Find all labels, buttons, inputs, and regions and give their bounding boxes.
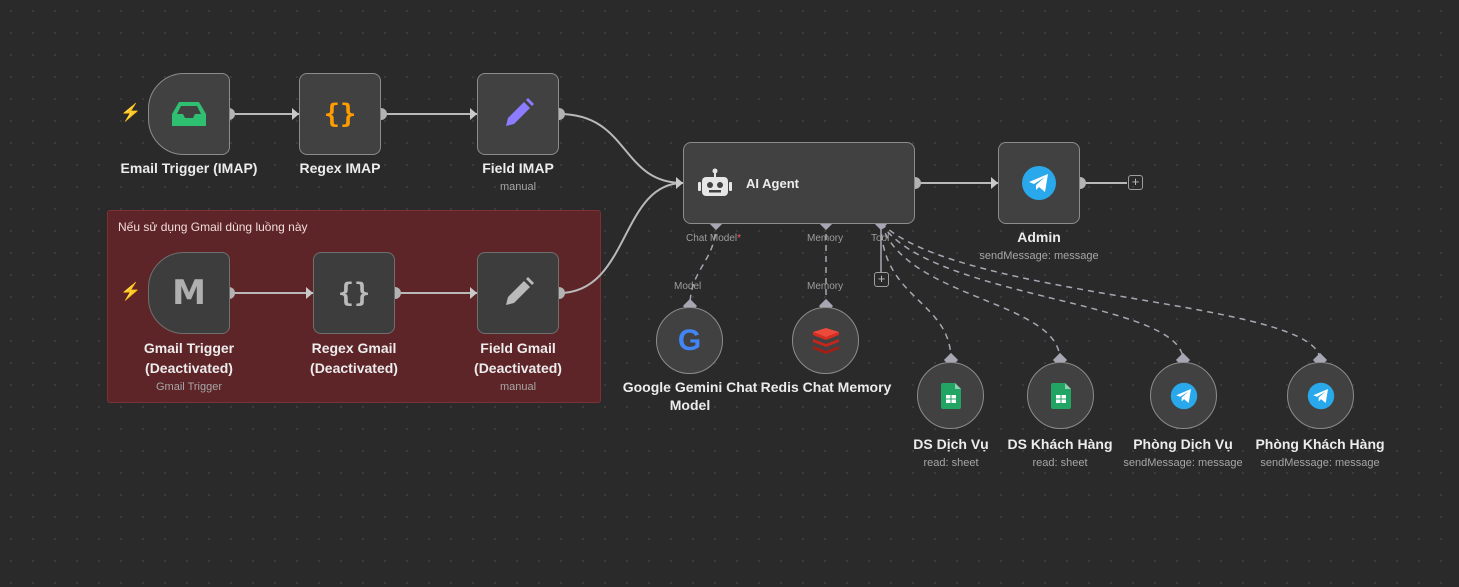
node-label-ds-dich-vu: DS Dịch Vụ (913, 436, 989, 452)
node-label-regex-imap: Regex IMAP (299, 160, 381, 176)
node-field-gmail[interactable] (477, 252, 559, 334)
node-label-google-gemini: Google Gemini Chat Model (600, 378, 780, 414)
port-label-chat-model-text: Chat Model (686, 233, 738, 244)
node-gmail-trigger[interactable]: M (148, 252, 230, 334)
node-subtitle-phong-khach-hang: sendMessage: message (1260, 457, 1380, 469)
node-label-regex-gmail: Regex Gmail (Deactivated) (264, 338, 444, 378)
node-label-field-gmail: Field Gmail (Deactivated) (428, 338, 608, 378)
node-google-gemini[interactable]: G (656, 307, 723, 374)
node-label-phong-khach-hang: Phòng Khách Hàng (1255, 436, 1385, 452)
node-label-admin: Admin (1017, 229, 1061, 245)
telegram-icon (1307, 382, 1335, 410)
arrow-admin-input (991, 177, 998, 189)
node-phong-dich-vu[interactable] (1150, 362, 1217, 429)
node-subtitle-admin: sendMessage: message (979, 250, 1099, 262)
node-label-gmail-trigger: Gmail Trigger (Deactivated) (99, 338, 279, 378)
node-label-google-gemini-line2: Model (669, 397, 711, 413)
braces-icon: {} (337, 277, 371, 309)
braces-icon: {} (323, 98, 357, 130)
node-subtitle-phong-dich-vu: sendMessage: message (1123, 457, 1243, 469)
node-subtitle-field-gmail: manual (499, 381, 537, 393)
node-label-field-imap: Field IMAP (482, 160, 554, 176)
arrow-agent-input (676, 177, 683, 189)
node-label-redis-chat-memory: Redis Chat Memory (760, 379, 892, 395)
node-regex-gmail[interactable]: {} (313, 252, 395, 334)
pencil-icon (500, 96, 536, 132)
pencil-icon (500, 275, 536, 311)
robot-icon (698, 168, 732, 198)
node-label-field-gmail-line1: Field Gmail (480, 340, 556, 356)
port-label-chat-model: Chat Model* (686, 233, 741, 244)
node-label-gmail-trigger-line2: (Deactivated) (145, 360, 233, 376)
telegram-icon (1021, 165, 1057, 201)
node-subtitle-ds-khach-hang: read: sheet (1032, 457, 1088, 469)
redis-icon (811, 327, 841, 354)
node-email-trigger[interactable] (148, 73, 230, 155)
add-tool-button[interactable]: + (874, 272, 889, 287)
node-label-email-trigger: Email Trigger (IMAP) (120, 160, 258, 176)
port-label-memory-output: Memory (807, 281, 844, 292)
node-subtitle-ds-dich-vu: read: sheet (923, 457, 979, 469)
gmail-icon: M (172, 273, 206, 313)
node-label-regex-gmail-line2: (Deactivated) (310, 360, 398, 376)
node-regex-imap[interactable]: {} (299, 73, 381, 155)
port-label-memory: Memory (807, 233, 844, 244)
connection-tool-ds-dich-vu (880, 222, 952, 361)
node-field-imap[interactable] (477, 73, 559, 155)
arrow-field-imap-input (470, 108, 477, 120)
node-label-ai-agent: AI Agent (746, 175, 799, 191)
add-node-button[interactable]: + (1128, 175, 1143, 190)
sticky-note-text: Nếu sử dụng Gmail dùng luồng này (118, 220, 308, 234)
node-ai-agent[interactable]: AI Agent (683, 142, 915, 224)
node-phong-khach-hang[interactable] (1287, 362, 1354, 429)
trigger-bolt-icon: ⚡ (120, 103, 142, 122)
trigger-bolt-icon: ⚡ (120, 282, 142, 301)
inbox-icon (171, 100, 207, 128)
port-label-tool: Tool (871, 233, 890, 244)
google-sheets-icon (940, 382, 961, 409)
node-subtitle-field-imap: manual (499, 181, 537, 193)
node-label-field-gmail-line2: (Deactivated) (474, 360, 562, 376)
node-label-google-gemini-line1: Google Gemini Chat (622, 379, 758, 395)
google-icon: G (677, 323, 702, 357)
required-marker: * (737, 233, 742, 244)
port-label-model: Model (674, 281, 702, 292)
node-label-regex-gmail-line1: Regex Gmail (311, 340, 397, 356)
node-subtitle-gmail-trigger: Gmail Trigger (155, 381, 223, 393)
node-ds-khach-hang[interactable] (1027, 362, 1094, 429)
node-ds-dich-vu[interactable] (917, 362, 984, 429)
node-label-phong-dich-vu: Phòng Dịch Vụ (1133, 436, 1233, 452)
node-admin[interactable] (998, 142, 1080, 224)
node-label-ds-khach-hang: DS Khách Hàng (1007, 436, 1113, 452)
google-sheets-icon (1050, 382, 1071, 409)
arrow-regex-imap-input (292, 108, 299, 120)
node-redis-chat-memory[interactable] (792, 307, 859, 374)
telegram-icon (1170, 382, 1198, 410)
node-label-gmail-trigger-line1: Gmail Trigger (143, 340, 235, 356)
